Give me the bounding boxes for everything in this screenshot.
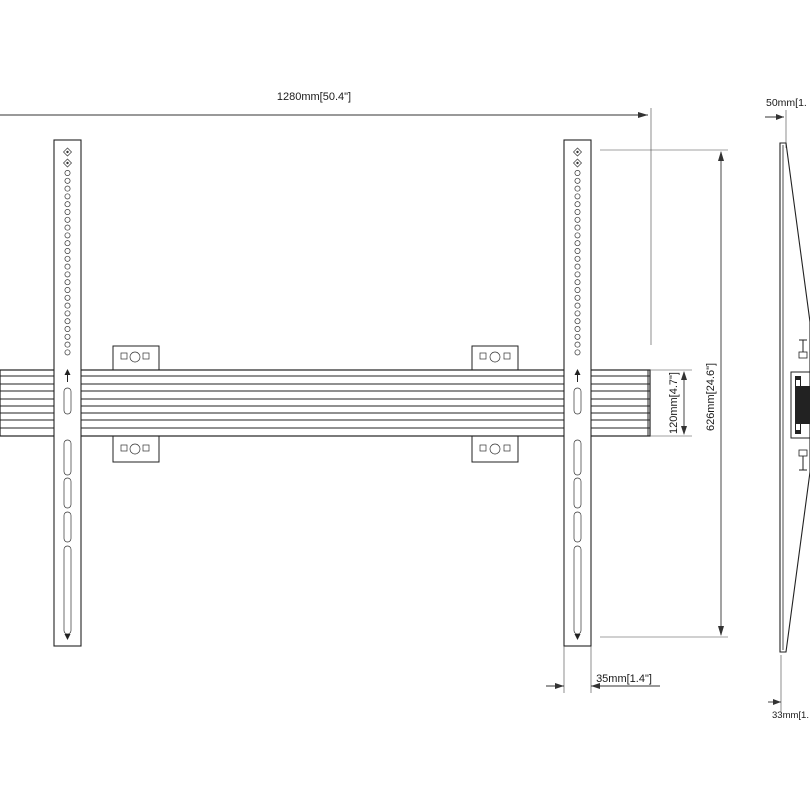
mount-hole [64,341,71,348]
side-view: 50mm[1. 33mm[1. [765,97,810,721]
mount-hole [574,341,581,348]
mount-hole [64,216,71,223]
bottom-arrow [574,634,581,640]
bar-width-dimension: 35mm[1.4"] [546,646,660,693]
mount-hole [64,271,71,278]
rail-height-label: 120mm[4.7"] [668,372,680,434]
mount-hole [64,333,71,340]
mount-hole [574,232,581,239]
mount-hole [64,248,71,254]
mount-hole [574,224,581,231]
mount-hole [574,216,581,223]
vertical-span-label: 626mm[24.6"] [705,363,717,431]
mount-hole [64,170,71,176]
bar-width-label: 35mm[1.4"] [596,673,652,685]
rail-grooves [0,370,650,436]
mount-hole [64,177,71,184]
slot [573,387,582,415]
mount-hole [64,310,71,317]
slot [573,439,582,476]
mount-hole [574,287,581,293]
depth-top-label: 50mm[1. [766,97,807,109]
mount-hole [64,326,71,332]
mount-hole [574,240,581,247]
mount-hole [574,255,581,262]
slot [573,511,582,543]
arrow-head [574,369,581,375]
diamond-center [66,150,69,154]
mount-hole [574,349,581,356]
mount-hole [64,201,71,208]
mount-hole [574,248,581,254]
overall-width-dimension: 1280mm[50.4"] [0,91,652,345]
depth-bottom-label: 33mm[1. [772,710,809,721]
mount-hole [64,263,71,270]
arrow-head [64,369,71,375]
mount-hole [574,201,581,208]
mount-hole [574,318,581,325]
slot [63,511,72,543]
hole-column-right [573,147,582,640]
mount-hole [574,177,581,184]
mount-hole [574,170,581,176]
vertical-bar-left [53,139,82,647]
mount-hole [574,333,581,340]
bracket-bottom-left [112,435,160,463]
mount-hole [574,310,581,317]
mount-hole [64,240,71,247]
mount-hole [64,279,71,286]
bracket-bottom-right [471,435,519,463]
slot [63,439,72,476]
mount-hole [574,326,581,332]
slot [63,477,72,509]
bracket-top-right [471,345,519,371]
mount-hole [64,294,71,301]
slot [63,545,72,635]
hole-column-left [63,147,72,640]
mount-hole [64,302,71,309]
mount-hole [64,232,71,239]
mounting-brackets [112,345,519,463]
mount-hole [574,302,581,309]
mount-hole [574,263,581,270]
mount-hole [64,185,71,192]
mount-hole [574,193,581,200]
mount-hole [574,209,581,215]
mount-hole [574,294,581,301]
slot [63,387,72,415]
mount-hole [64,349,71,356]
vertical-bar-right [563,139,592,647]
slot [573,545,582,635]
mount-hole [574,271,581,278]
mount-hole [64,209,71,215]
mount-hole [574,279,581,286]
diamond-center [66,161,69,165]
mount-hole [64,255,71,262]
mount-hole [64,287,71,293]
rail-height-dimension: 120mm[4.7"] [650,369,692,437]
bottom-arrow [64,634,71,640]
mount-hole [64,318,71,325]
mount-hole [574,185,581,192]
diamond-center [576,150,579,154]
mount-hole [64,193,71,200]
overall-width-label: 1280mm[50.4"] [277,91,351,103]
diamond-center [576,161,579,165]
bracket-top-left [112,345,160,371]
vertical-span-dimension: 626mm[24.6"] [600,149,728,638]
horizontal-rail [0,369,651,437]
mount-hole [64,224,71,231]
slot [573,477,582,509]
